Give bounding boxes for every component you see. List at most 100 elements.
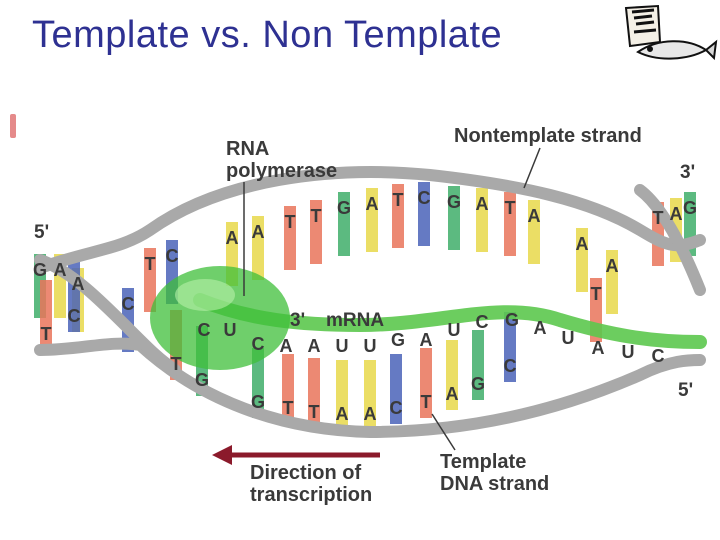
bases-template-8: A <box>364 404 377 424</box>
bases-nontemplate-18: A <box>576 234 589 254</box>
label-template: Template <box>440 451 526 473</box>
nontemplate-rung-11 <box>366 188 378 252</box>
nontemplate-pointer <box>523 147 541 189</box>
bases-nontemplate-17: A <box>528 206 541 226</box>
bases-nontemplate-10: G <box>337 198 351 218</box>
bases-nontemplate-23: G <box>683 198 697 218</box>
bases-mrna-10: C <box>476 312 489 332</box>
bases-mrna-8: A <box>420 330 433 350</box>
bases-nontemplate-11: A <box>366 194 379 214</box>
template-backbone <box>34 337 706 439</box>
bases-mrna-5: U <box>336 336 349 356</box>
label-polymerase: polymerase <box>226 160 337 182</box>
bases-nontemplate-9: T <box>311 206 322 226</box>
slide-title: Template vs. Non Template <box>32 14 503 56</box>
bases-nontemplate-6: A <box>226 228 239 248</box>
bases-template-11: A <box>446 384 459 404</box>
bases-nontemplate-5: C <box>166 246 179 266</box>
label-rna: RNA <box>226 138 269 160</box>
template-rung-12 <box>472 330 484 400</box>
bases-nontemplate-16: T <box>505 198 516 218</box>
bases-nontemplate-1: A <box>54 260 67 280</box>
nontemplate-rung-10 <box>338 192 350 256</box>
bases-template-1: C <box>68 306 81 326</box>
bases-nontemplate-19: A <box>606 256 619 276</box>
direction-arrowhead <box>212 445 232 465</box>
label-mrna: mRNA <box>326 310 384 331</box>
nontemplate-rung-15 <box>476 188 488 252</box>
label-direction: Direction of <box>250 462 361 484</box>
bases-template-0: T <box>41 324 52 344</box>
bases-template-7: A <box>336 404 349 424</box>
nontemplate-rung-7 <box>252 216 264 280</box>
bases-template-3: G <box>195 370 209 390</box>
bases-nontemplate-4: T <box>145 254 156 274</box>
nontemplate-rung-13 <box>418 182 430 246</box>
label-dna-strand: DNA strand <box>440 473 549 495</box>
nontemplate-rung-9 <box>310 200 322 264</box>
bases-nontemplate-0: G <box>33 260 47 280</box>
bases-template-12: G <box>471 374 485 394</box>
bases-template-9: C <box>390 398 403 418</box>
bases-nontemplate-13: C <box>418 188 431 208</box>
template-pointer <box>431 413 456 451</box>
nontemplate-rung-17 <box>528 200 540 264</box>
bases-nontemplate-21: T <box>653 208 664 228</box>
bases-mrna-16: C <box>652 346 665 366</box>
bases-template-4: G <box>251 392 265 412</box>
bases-mrna-3: A <box>280 336 293 356</box>
end-bottom-right: 5' <box>678 380 693 401</box>
nontemplate-rung-18 <box>576 228 588 292</box>
bases-mrna-15: U <box>622 342 635 362</box>
bases-nontemplate-8: T <box>285 212 296 232</box>
nontemplate-rung-19 <box>606 250 618 314</box>
bases-nontemplate-12: T <box>393 190 404 210</box>
template-rung-9 <box>390 354 402 424</box>
template-rung-6 <box>308 358 320 428</box>
nontemplate-rung-14 <box>448 186 460 250</box>
bases-nontemplate-22: A <box>670 204 683 224</box>
bases-mrna-0: C <box>198 320 211 340</box>
bases-nontemplate-7: A <box>252 222 265 242</box>
template-rung-5 <box>282 354 294 424</box>
template-backbone-left-twist <box>34 254 181 376</box>
end-top-left: 5' <box>34 222 49 243</box>
bases-mrna-6: U <box>364 336 377 356</box>
bases-mrna-9: U <box>448 320 461 340</box>
template-rung-11 <box>446 340 458 410</box>
bases-nontemplate-15: A <box>476 194 489 214</box>
bases-mrna-2: C <box>252 334 265 354</box>
bases-mrna-1: U <box>224 320 237 340</box>
bases-template-2: T <box>171 354 182 374</box>
end-mrna: 3' <box>290 310 305 331</box>
bases-nontemplate-2: A <box>72 274 85 294</box>
nontemplate-backbone-2 <box>634 184 706 296</box>
template-rung-13 <box>504 312 516 382</box>
bases-template-5: T <box>283 398 294 418</box>
bases-mrna-13: U <box>562 328 575 348</box>
bases-mrna-7: G <box>391 330 405 350</box>
template-rung-4 <box>252 348 264 418</box>
bases-mrna-14: A <box>592 338 605 358</box>
nontemplate-backbone <box>34 166 706 274</box>
bases-nontemplate-3: C <box>122 294 135 314</box>
end-top-right: 3' <box>680 162 695 183</box>
bases-template-13: C <box>504 356 517 376</box>
template-rung-7 <box>336 360 348 430</box>
nontemplate-rung-16 <box>504 192 516 256</box>
template-rung-0 <box>40 280 52 350</box>
template-rung-8 <box>364 360 376 430</box>
nontemplate-rung-4 <box>144 248 156 312</box>
bases-mrna-4: A <box>308 336 321 356</box>
nontemplate-rung-12 <box>392 184 404 248</box>
logo-icon <box>624 4 718 61</box>
template-rung-10 <box>420 348 432 418</box>
bullet-mark <box>10 114 16 138</box>
bases-nontemplate-14: G <box>447 192 461 212</box>
label-nontemplate-strand: Nontemplate strand <box>454 125 642 147</box>
bases-template-6: T <box>309 402 320 422</box>
bases-nontemplate-20: T <box>591 284 602 304</box>
nontemplate-rung-8 <box>284 206 296 270</box>
